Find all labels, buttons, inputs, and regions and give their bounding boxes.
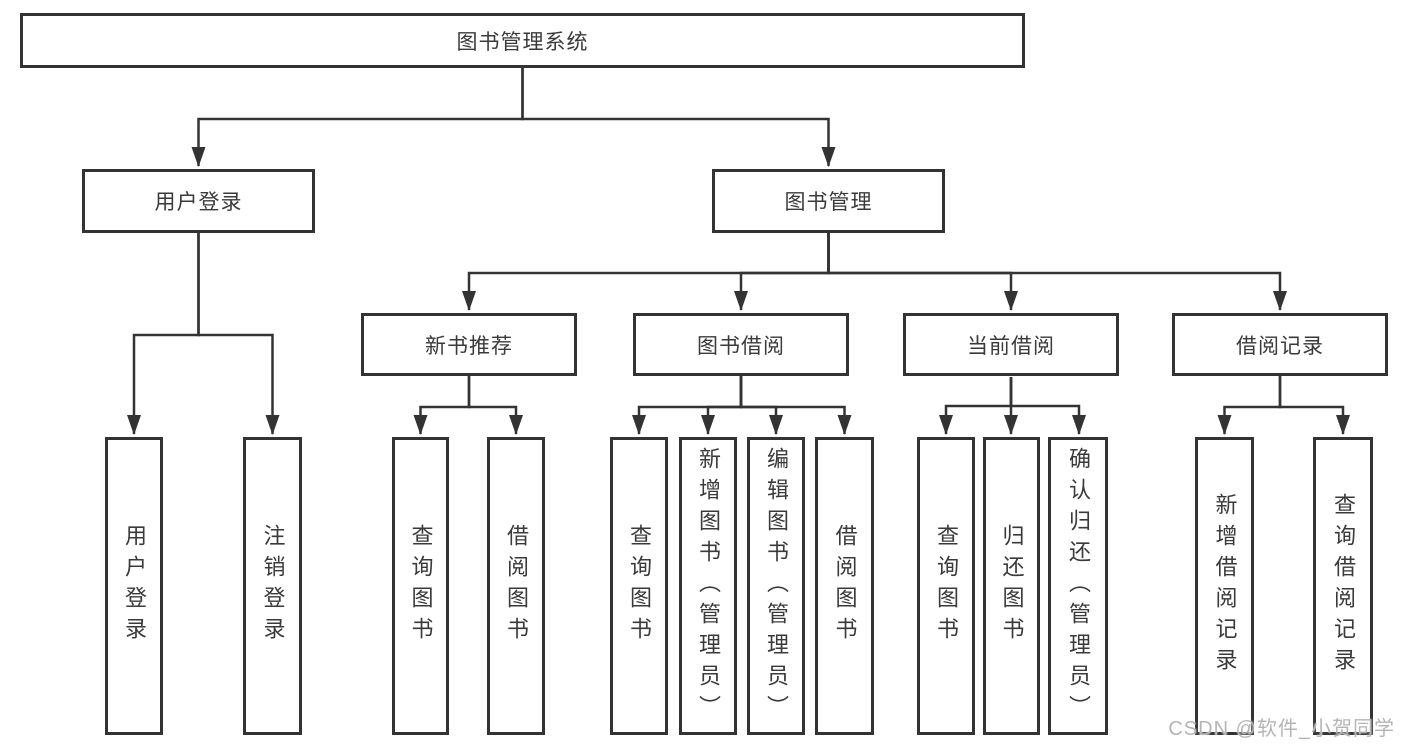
leaf-add-borrow-record: 新增借阅记录 <box>1195 437 1254 735</box>
leaf-edit-books-admin-label: 编辑图书（管理员） <box>764 446 789 726</box>
leaf-confirm-return-admin: 确认归还（管理员） <box>1048 437 1108 735</box>
edge-newbook-leaf3 <box>413 376 471 435</box>
leaf-query-books-2-label: 查询图书 <box>627 524 652 648</box>
node-book-borrowing: 图书借阅 <box>633 313 849 376</box>
leaf-add-books-admin: 新增图书（管理员） <box>679 437 737 735</box>
leaf-logout: 注销登录 <box>243 437 302 735</box>
edge-user-login-leaf1 <box>127 233 200 435</box>
node-root-label: 图书管理系统 <box>456 30 589 54</box>
node-root-system: 图书管理系统 <box>20 13 1025 68</box>
node-current-borrowing-label: 当前借阅 <box>967 334 1055 358</box>
edge-root-user-login <box>191 68 524 167</box>
edge-borrow-leaf6 <box>701 376 743 435</box>
leaf-query-books-2: 查询图书 <box>610 437 668 735</box>
leaf-borrow-books-2-label: 借阅图书 <box>832 524 858 648</box>
leaf-logout-label: 注销登录 <box>260 524 286 648</box>
edge-borrow-leaf7 <box>739 376 783 435</box>
leaf-add-books-admin-label: 新增图书（管理员） <box>696 446 721 726</box>
node-new-book-recommend: 新书推荐 <box>361 313 577 376</box>
edge-current-leaf9 <box>939 377 1013 435</box>
leaf-user-login-label: 用户登录 <box>122 524 147 648</box>
leaf-return-books: 归还图书 <box>983 437 1040 735</box>
leaf-query-books-3: 查询图书 <box>917 437 975 735</box>
leaf-return-books-label: 归还图书 <box>999 524 1025 648</box>
node-borrowing-records: 借阅记录 <box>1172 313 1388 376</box>
edge-mgmt-new-book <box>462 233 830 311</box>
leaf-borrow-books-1-label: 借阅图书 <box>504 524 529 648</box>
edge-borrow-leaf8 <box>739 376 852 435</box>
leaf-query-borrow-record-label: 查询借阅记录 <box>1331 493 1356 679</box>
edge-mgmt-book-borrow <box>734 233 830 311</box>
edge-mgmt-borrow-records <box>827 233 1287 311</box>
edge-root-book-mgmt <box>521 68 836 167</box>
edge-records-leaf13 <box>1278 376 1350 435</box>
edge-records-leaf12 <box>1217 376 1282 435</box>
leaf-borrow-books-1: 借阅图书 <box>487 437 545 735</box>
edge-borrow-leaf5 <box>632 376 743 435</box>
node-book-borrowing-label: 图书借阅 <box>697 334 785 358</box>
leaf-edit-books-admin: 编辑图书（管理员） <box>747 437 805 735</box>
leaf-query-books-1: 查询图书 <box>392 437 449 735</box>
csdn-watermark: CSDN @软件_小贺同学 <box>1168 718 1395 740</box>
leaf-query-books-1-label: 查询图书 <box>408 524 434 648</box>
node-new-book-recommend-label: 新书推荐 <box>425 334 513 358</box>
leaf-user-login: 用户登录 <box>105 437 163 735</box>
node-borrowing-records-label: 借阅记录 <box>1236 334 1324 358</box>
leaf-confirm-return-admin-label: 确认归还（管理员） <box>1066 446 1091 726</box>
node-book-management-label: 图书管理 <box>784 191 873 214</box>
leaf-borrow-books-2: 借阅图书 <box>815 437 874 735</box>
edge-user-login-leaf2 <box>197 233 280 435</box>
node-user-login-label: 用户登录 <box>154 191 243 214</box>
leaf-add-borrow-record-label: 新增借阅记录 <box>1212 493 1238 679</box>
edge-mgmt-current-borrow <box>827 233 1018 311</box>
edge-newbook-leaf4 <box>467 376 523 435</box>
node-book-management: 图书管理 <box>712 169 945 233</box>
leaf-query-books-3-label: 查询图书 <box>934 524 959 648</box>
node-current-borrowing: 当前借阅 <box>903 313 1119 376</box>
edge-current-leaf11 <box>1009 377 1086 435</box>
node-user-login: 用户登录 <box>82 169 315 233</box>
leaf-query-borrow-record: 查询借阅记录 <box>1313 437 1373 735</box>
